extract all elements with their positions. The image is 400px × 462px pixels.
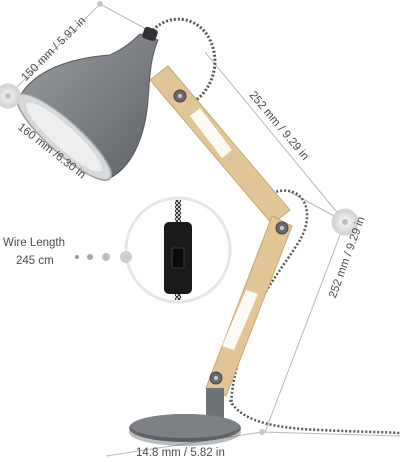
joint-knobs xyxy=(173,89,289,385)
lamp-shade xyxy=(15,26,159,181)
dimension-markers xyxy=(0,1,359,435)
wire-length-title: Wire Length xyxy=(3,237,66,249)
switch-detail xyxy=(124,196,232,304)
power-cord-lower xyxy=(228,399,400,435)
base-diameter-label: 14.8 mm / 5.82 in xyxy=(136,447,225,459)
power-cord-upper xyxy=(148,17,217,102)
base-post xyxy=(206,388,224,418)
lamp-base xyxy=(129,414,241,446)
wire-length-value: 245 cm xyxy=(16,255,54,267)
upper-arm xyxy=(149,65,291,225)
wire-length-dots xyxy=(75,251,132,263)
